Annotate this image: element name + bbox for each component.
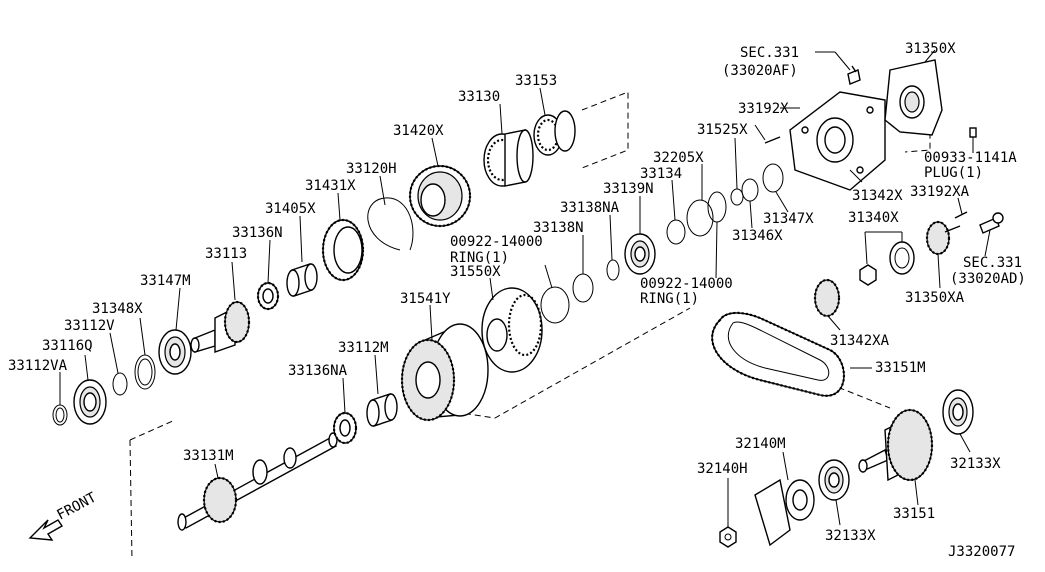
- label-32133x-b: 32133X: [825, 528, 876, 544]
- label-33020ad: (33020AD): [950, 271, 1026, 287]
- label-ring1-a: RING(1): [450, 250, 509, 266]
- label-33112m: 33112M: [338, 340, 389, 356]
- label-31350xa: 31350XA: [905, 290, 965, 306]
- label-32205x: 32205X: [653, 150, 704, 166]
- bushing-31405x: [286, 263, 318, 297]
- label-31342x: 31342X: [852, 188, 903, 204]
- label-33116q: 33116Q: [42, 338, 93, 354]
- label-33136n: 33136N: [232, 225, 283, 241]
- clutch-ring-31431x: [321, 218, 365, 282]
- pump-housing-31342x: [789, 91, 886, 191]
- plug-00933-1141a: [969, 127, 977, 138]
- drum-gear-31541y: [400, 323, 489, 422]
- label-33130: 33130: [458, 89, 500, 105]
- ring-33112v: [112, 372, 128, 396]
- label-31346x: 31346X: [732, 228, 783, 244]
- label-31525x: 31525X: [697, 122, 748, 138]
- output-gear-33151: [858, 408, 934, 482]
- label-33136na: 33136NA: [288, 363, 348, 379]
- chain-33151m: [711, 311, 845, 397]
- ring-33134: [666, 219, 686, 245]
- label-33151m: 33151M: [875, 360, 926, 376]
- label-33131m: 33131M: [183, 448, 234, 464]
- needle-bearing-33136na: [332, 411, 358, 445]
- label-33112va: 33112VA: [8, 358, 68, 374]
- label-31541y: 31541Y: [400, 291, 451, 307]
- label-33147m: 33147M: [140, 273, 191, 289]
- label-31347x: 31347X: [763, 211, 814, 227]
- parts: [52, 59, 1004, 548]
- ring-32205x: [686, 199, 714, 237]
- label-33138na: 33138NA: [560, 200, 620, 216]
- label-31348x: 31348X: [92, 301, 143, 317]
- front-arrow: FRONT: [28, 489, 100, 541]
- label-sec331-a: SEC.331: [740, 45, 799, 61]
- diagram-id: J3320077: [948, 544, 1015, 560]
- sleeve-33153: [533, 110, 576, 156]
- bearing-33139n: [624, 233, 656, 275]
- pump-cover-31350x: [884, 59, 943, 136]
- label-33120h: 33120H: [346, 161, 397, 177]
- label-33139n: 33139N: [603, 181, 654, 197]
- snap-ring-33112va: [52, 404, 68, 426]
- label-00922-14000-b: 00922-14000: [640, 276, 733, 292]
- label-31350x: 31350X: [905, 41, 956, 57]
- pump-gear-31350xa: [925, 220, 961, 256]
- flange-32140m: [754, 478, 815, 547]
- label-32140m: 32140M: [735, 436, 786, 452]
- ring-33138na: [606, 259, 620, 281]
- label-33138n: 33138N: [533, 220, 584, 236]
- ring-31347x: [762, 163, 784, 193]
- label-sec331-b: SEC.331: [963, 255, 1022, 271]
- label-31342xa: 31342XA: [830, 333, 890, 349]
- label-00933-1141a: 00933-1141A: [924, 150, 1017, 166]
- sleeve-33130: [483, 129, 534, 187]
- ring-33138n: [572, 273, 594, 303]
- shaft-gear-33113: [190, 300, 251, 353]
- part-labels: 33112VA 33116Q 33112V 31348X 33147M 3311…: [8, 41, 1026, 560]
- label-32133x-a: 32133X: [950, 456, 1001, 472]
- bearing-32133x-b: [818, 459, 850, 501]
- label-33153: 33153: [515, 73, 557, 89]
- sprocket-31550x: [481, 287, 543, 373]
- label-31405x: 31405X: [265, 201, 316, 217]
- label-32140h: 32140H: [697, 461, 748, 477]
- ring-31525x: [730, 188, 744, 206]
- mainshaft-33131m: [177, 432, 338, 531]
- nut-32140h: [719, 526, 737, 548]
- label-31431x: 31431X: [305, 178, 356, 194]
- bearing-32133x-a: [942, 389, 974, 435]
- pin-33192x: [764, 136, 781, 144]
- label-31340x: 31340X: [848, 210, 899, 226]
- label-33020af: (33020AF): [722, 63, 798, 79]
- gear-31342xa: [813, 278, 841, 318]
- bearing-33147m: [158, 329, 192, 375]
- leader-lines: [59, 49, 991, 527]
- bushing-33112m: [366, 393, 398, 427]
- label-33134: 33134: [640, 166, 682, 182]
- ring-31346x: [741, 178, 759, 202]
- label-33192x: 33192X: [738, 101, 789, 117]
- label-31550x: 31550X: [450, 264, 501, 280]
- label-00922-14000-a: 00922-14000: [450, 234, 543, 250]
- ring-00922-14000-a: [540, 286, 570, 324]
- pin-33192xa: [954, 211, 968, 219]
- bearing-33116q: [73, 379, 107, 425]
- label-33151: 33151: [893, 506, 935, 522]
- label-plug1: PLUG(1): [924, 165, 983, 181]
- needle-bearing-33136n: [256, 281, 280, 311]
- label-33192xa: 33192XA: [910, 184, 970, 200]
- ring-31348x: [134, 354, 156, 390]
- hub-31420x: [408, 164, 472, 228]
- bolt-sec331a: [847, 65, 861, 85]
- rotor-31340x: [859, 241, 915, 286]
- label-ring1-b: RING(1): [640, 291, 699, 307]
- label-33113: 33113: [205, 246, 247, 262]
- label-33112v: 33112V: [64, 318, 115, 334]
- snap-ring-33120h: [367, 197, 414, 251]
- front-label: FRONT: [54, 489, 99, 523]
- label-31420x: 31420X: [393, 123, 444, 139]
- bolt-sec331b: [979, 212, 1004, 234]
